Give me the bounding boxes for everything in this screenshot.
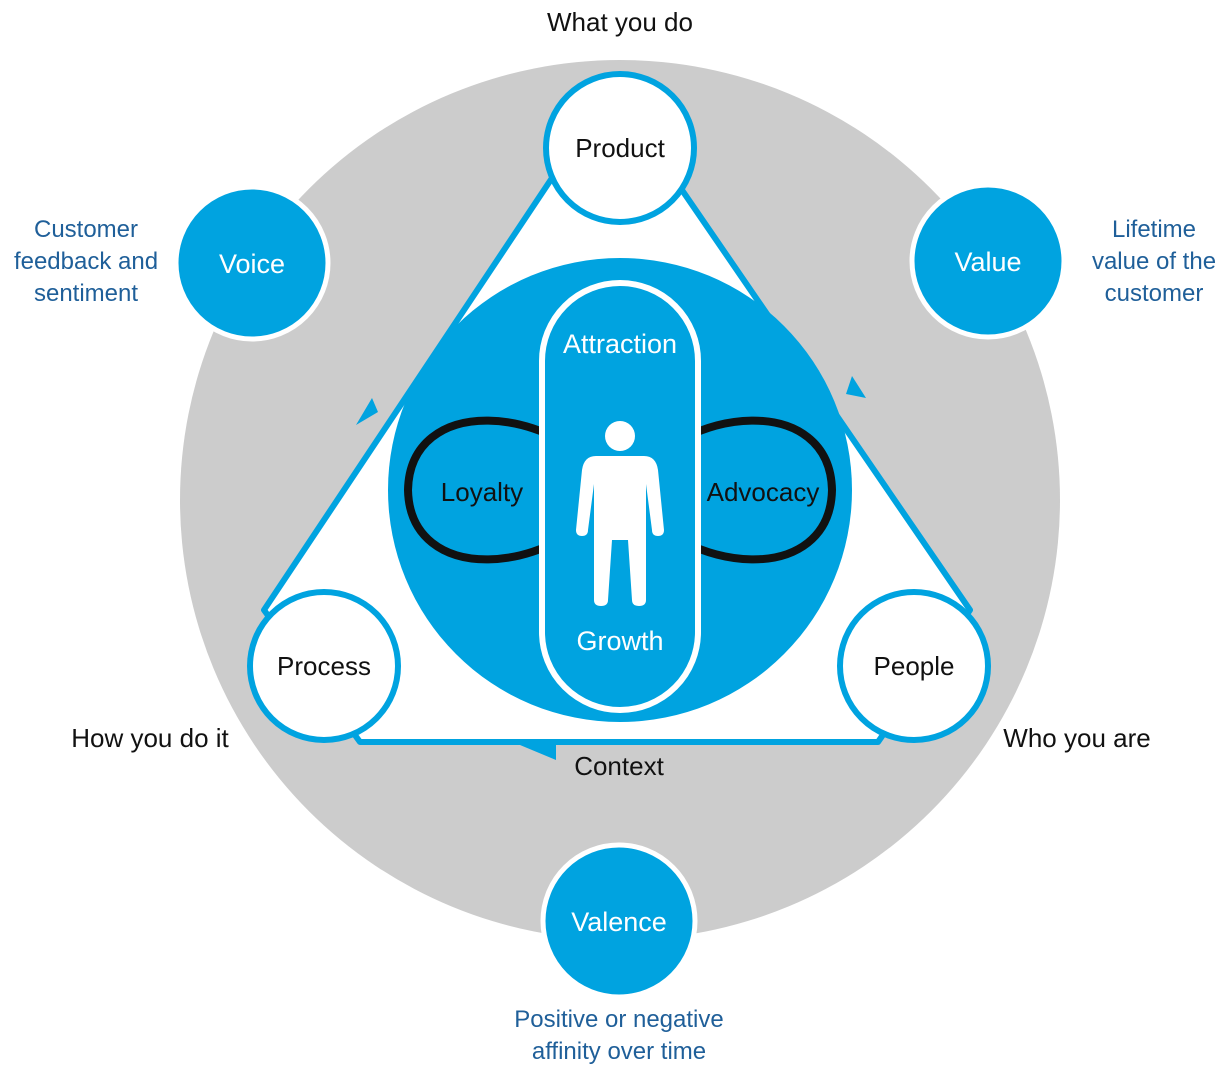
- voice-description-line-1: Customer: [34, 216, 138, 243]
- valence-description-line-1: Positive or negative: [514, 1006, 723, 1033]
- outer-label-context: Context: [574, 751, 664, 781]
- outer-label-who-you-are: Who you are: [1003, 723, 1150, 753]
- arrow-right-side: [846, 376, 866, 398]
- arrow-bottom-side: [520, 745, 556, 760]
- core-loyalty-label: Loyalty: [441, 477, 523, 507]
- measure-voice-title: Voice: [219, 249, 285, 279]
- vertex-process: Process: [247, 589, 401, 743]
- vertex-product: Product: [543, 71, 697, 225]
- arrow-left-side: [356, 398, 378, 425]
- person-icon: [576, 421, 664, 606]
- measure-value: Value: [909, 182, 1067, 340]
- core-growth-label: Growth: [576, 626, 663, 656]
- vertex-process-label: Process: [277, 651, 371, 681]
- outer-label-what-you-do: What you do: [547, 7, 693, 37]
- core-advocacy-label: Advocacy: [707, 477, 820, 507]
- valence-description-line-2: affinity over time: [532, 1038, 706, 1065]
- vertex-people: People: [837, 589, 991, 743]
- vertex-people-label: People: [874, 651, 955, 681]
- vertex-product-label: Product: [575, 133, 665, 163]
- outer-label-how-you-do-it: How you do it: [71, 723, 229, 753]
- measure-valence: Valence: [540, 842, 698, 1000]
- measure-value-title: Value: [954, 247, 1021, 277]
- measure-valence-title: Valence: [571, 907, 667, 937]
- value-description-line-2: value of the: [1092, 248, 1216, 275]
- voice-description-line-2: feedback and: [14, 248, 158, 275]
- value-description-line-3: customer: [1105, 280, 1204, 307]
- core-attraction-label: Attraction: [563, 329, 677, 359]
- voice-description-line-3: sentiment: [34, 280, 138, 307]
- value-description-line-1: Lifetime: [1112, 216, 1196, 243]
- measure-voice: Voice: [173, 184, 331, 342]
